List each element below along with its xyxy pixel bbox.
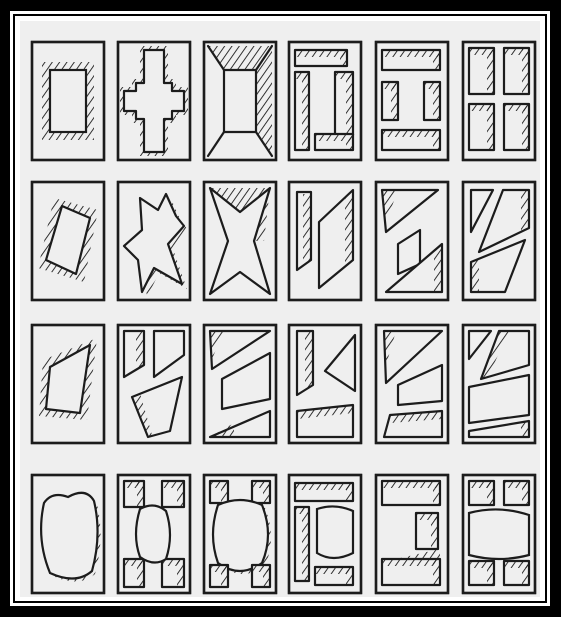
cell-organic-offset [289, 475, 361, 593]
cell-diagonal-corner-blocks [204, 42, 276, 160]
cell-star-diagonals [204, 182, 276, 300]
cell-organic-grid [463, 475, 535, 593]
cell-wedge-offset [289, 325, 361, 443]
cell-organic-double [376, 475, 448, 593]
cell-enclosed-square [32, 42, 104, 160]
cell-organic-cross [118, 475, 190, 593]
cell-diagonal-grid [463, 182, 535, 300]
cell-offset-bars [289, 42, 361, 160]
cell-tilted-quad [32, 182, 104, 300]
cell-wedge-double [376, 325, 448, 443]
cell-fan-wedges [204, 325, 276, 443]
cell-organic-corners [204, 475, 276, 593]
cell-trapezoid [32, 325, 104, 443]
cell-cross-notched [118, 42, 190, 160]
cell-wedge-grid [463, 325, 535, 443]
cell-diagonal-double [376, 182, 448, 300]
cell-triangular-cross [118, 325, 190, 443]
cell-blob-enclosure [32, 475, 104, 593]
cell-jagged-cross [118, 182, 190, 300]
cell-double-bar [376, 42, 448, 160]
cell-grid-four [463, 42, 535, 160]
cell-diagonal-offset [289, 182, 361, 300]
